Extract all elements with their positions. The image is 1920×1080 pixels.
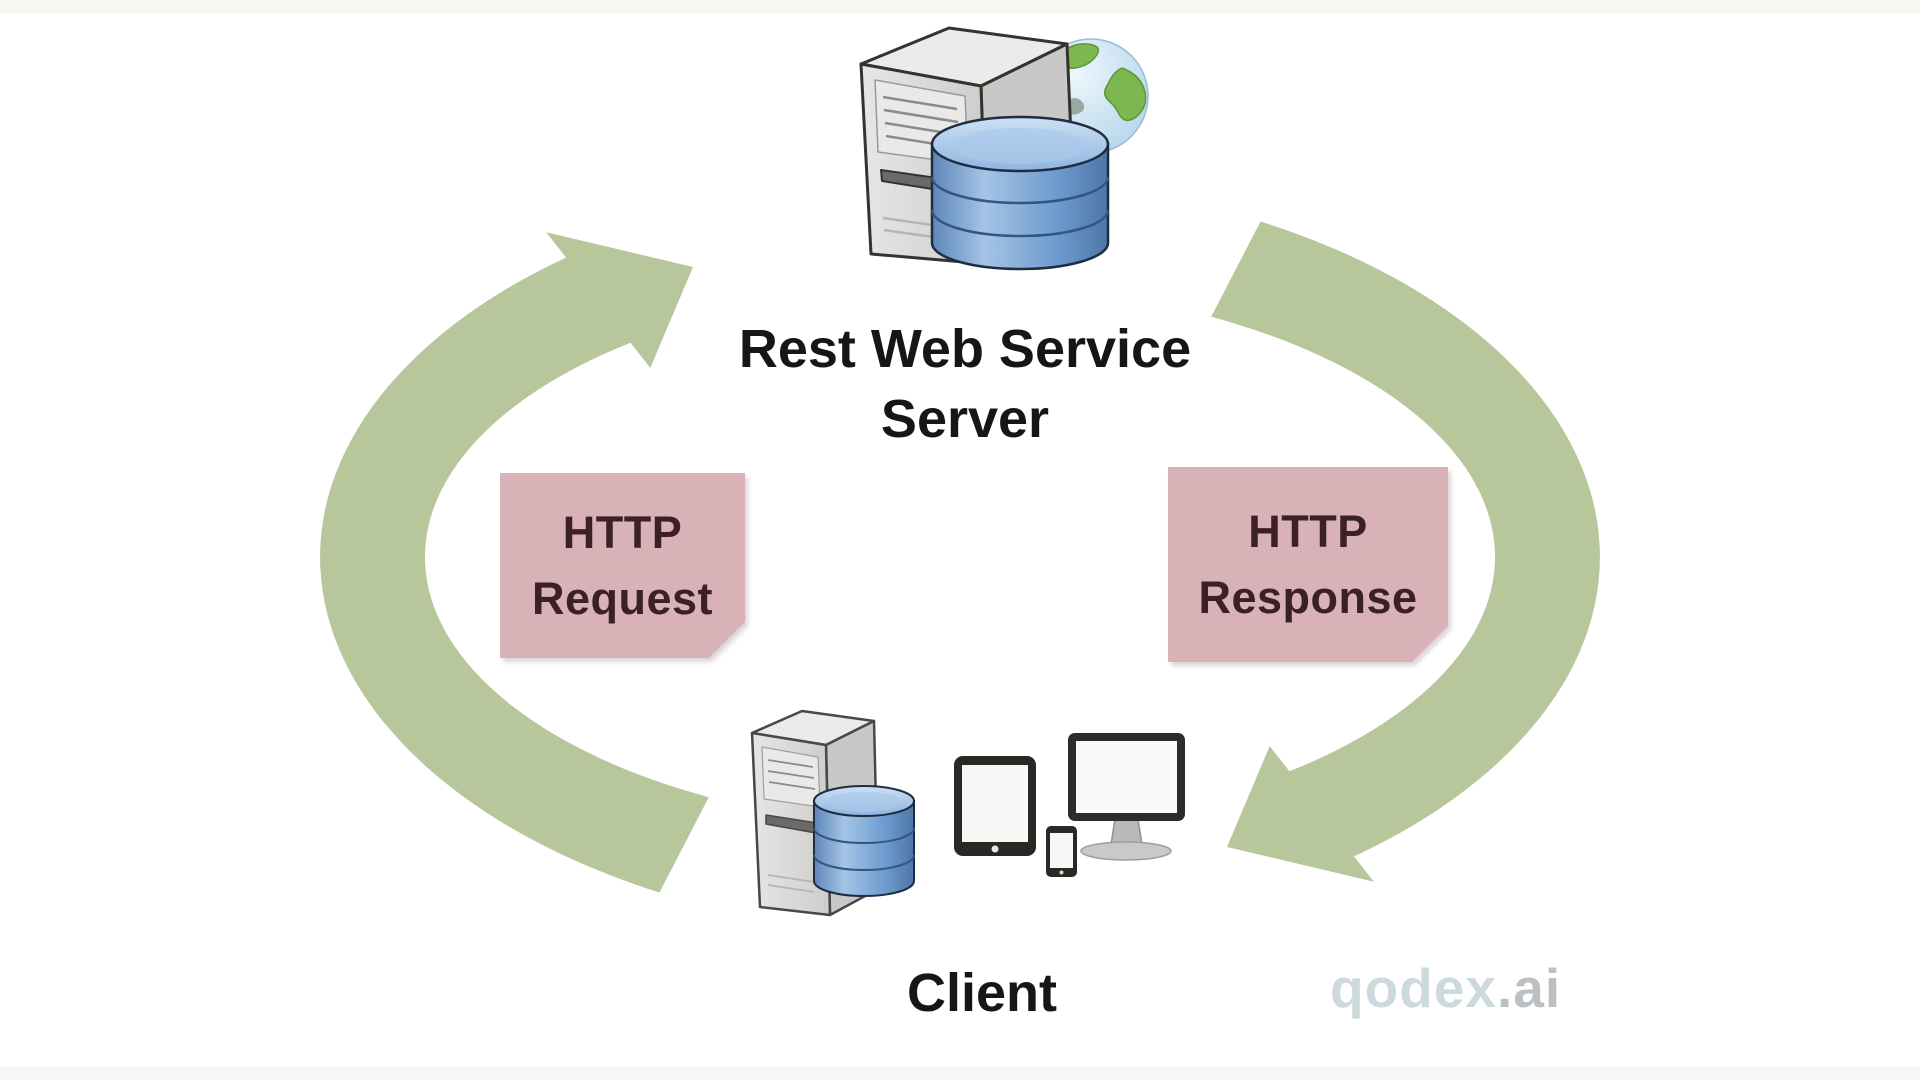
request-box-line2: Request <box>531 573 714 624</box>
monitor-icon <box>1068 733 1185 861</box>
server-icon <box>859 26 1149 271</box>
response-arrow-icon <box>1211 221 1600 882</box>
client-devices-icon <box>750 709 1185 917</box>
response-box-line2: Response <box>1198 572 1418 623</box>
request-box: HTTP Request <box>500 473 745 658</box>
server-title-line2: Server <box>880 389 1050 449</box>
database-icon <box>930 115 1110 271</box>
brand-watermark: qodex.ai <box>1330 956 1561 1020</box>
request-arrow-icon <box>320 232 709 893</box>
server-title-line1: Rest Web Service <box>738 319 1192 379</box>
watermark-brand-text: qodex <box>1330 957 1497 1019</box>
watermark-suffix-text: .ai <box>1496 957 1562 1019</box>
response-box-line1: HTTP <box>1248 506 1368 557</box>
tablet-icon <box>954 756 1036 856</box>
client-label: Client <box>906 963 1057 1023</box>
smartphone-icon <box>1046 826 1077 877</box>
top-edge-band <box>0 0 1920 13</box>
request-box-line1: HTTP <box>562 507 683 558</box>
page-title: Rest Web Service Server <box>640 314 1290 454</box>
bottom-edge-band <box>0 1067 1920 1080</box>
client-database-icon <box>813 785 915 897</box>
response-box: HTTP Response <box>1168 467 1448 662</box>
